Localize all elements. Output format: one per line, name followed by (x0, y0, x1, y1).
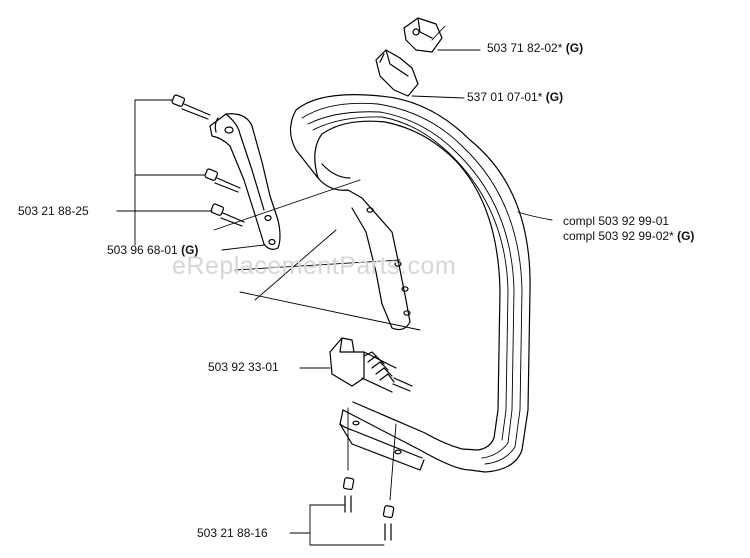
part-number: 503 21 88-25 (18, 204, 89, 218)
part-suffix: (G) (565, 41, 584, 55)
part-number: 503 92 33-01 (208, 360, 279, 374)
part-number: compl 503 92 99-02* (563, 229, 674, 243)
part-label-503-21-88-25: 503 21 88-25 (18, 204, 89, 218)
part-suffix: (G) (181, 243, 199, 257)
bracket-screws (171, 94, 245, 227)
part-suffix: (G) (677, 229, 695, 243)
watermark: eReplacementParts.com (172, 252, 457, 280)
damper-bracket (209, 113, 281, 250)
leader-lines (116, 25, 553, 546)
part-label-503-92-33-01: 503 92 33-01 (208, 360, 279, 374)
foot-screws (342, 477, 395, 541)
part-number: 503 71 82-02* (487, 41, 563, 55)
part-number: 537 01 07-01* (467, 90, 543, 104)
buffer-spring (329, 337, 413, 393)
part-label-503-21-88-16: 503 21 88-16 (197, 526, 268, 540)
part-label-503-71-82-02: 503 71 82-02* (G) (487, 41, 583, 55)
part-number: 503 21 88-16 (197, 526, 268, 540)
top-buffer-parts (375, 17, 443, 97)
part-label-compl-503-92-99-02: compl 503 92 99-02* (G) (563, 229, 694, 243)
part-label-503-96-68-01: 503 96 68-01 (G) (107, 243, 198, 257)
part-number: compl 503 92 99-01 (563, 214, 670, 228)
part-number: 503 96 68-01 (107, 243, 178, 257)
part-suffix: (G) (545, 90, 564, 104)
front-handle-bar (289, 94, 531, 473)
part-label-compl-503-92-99-01: compl 503 92 99-01 (563, 214, 669, 228)
part-label-537-01-07-01: 537 01 07-01* (G) (467, 90, 563, 104)
